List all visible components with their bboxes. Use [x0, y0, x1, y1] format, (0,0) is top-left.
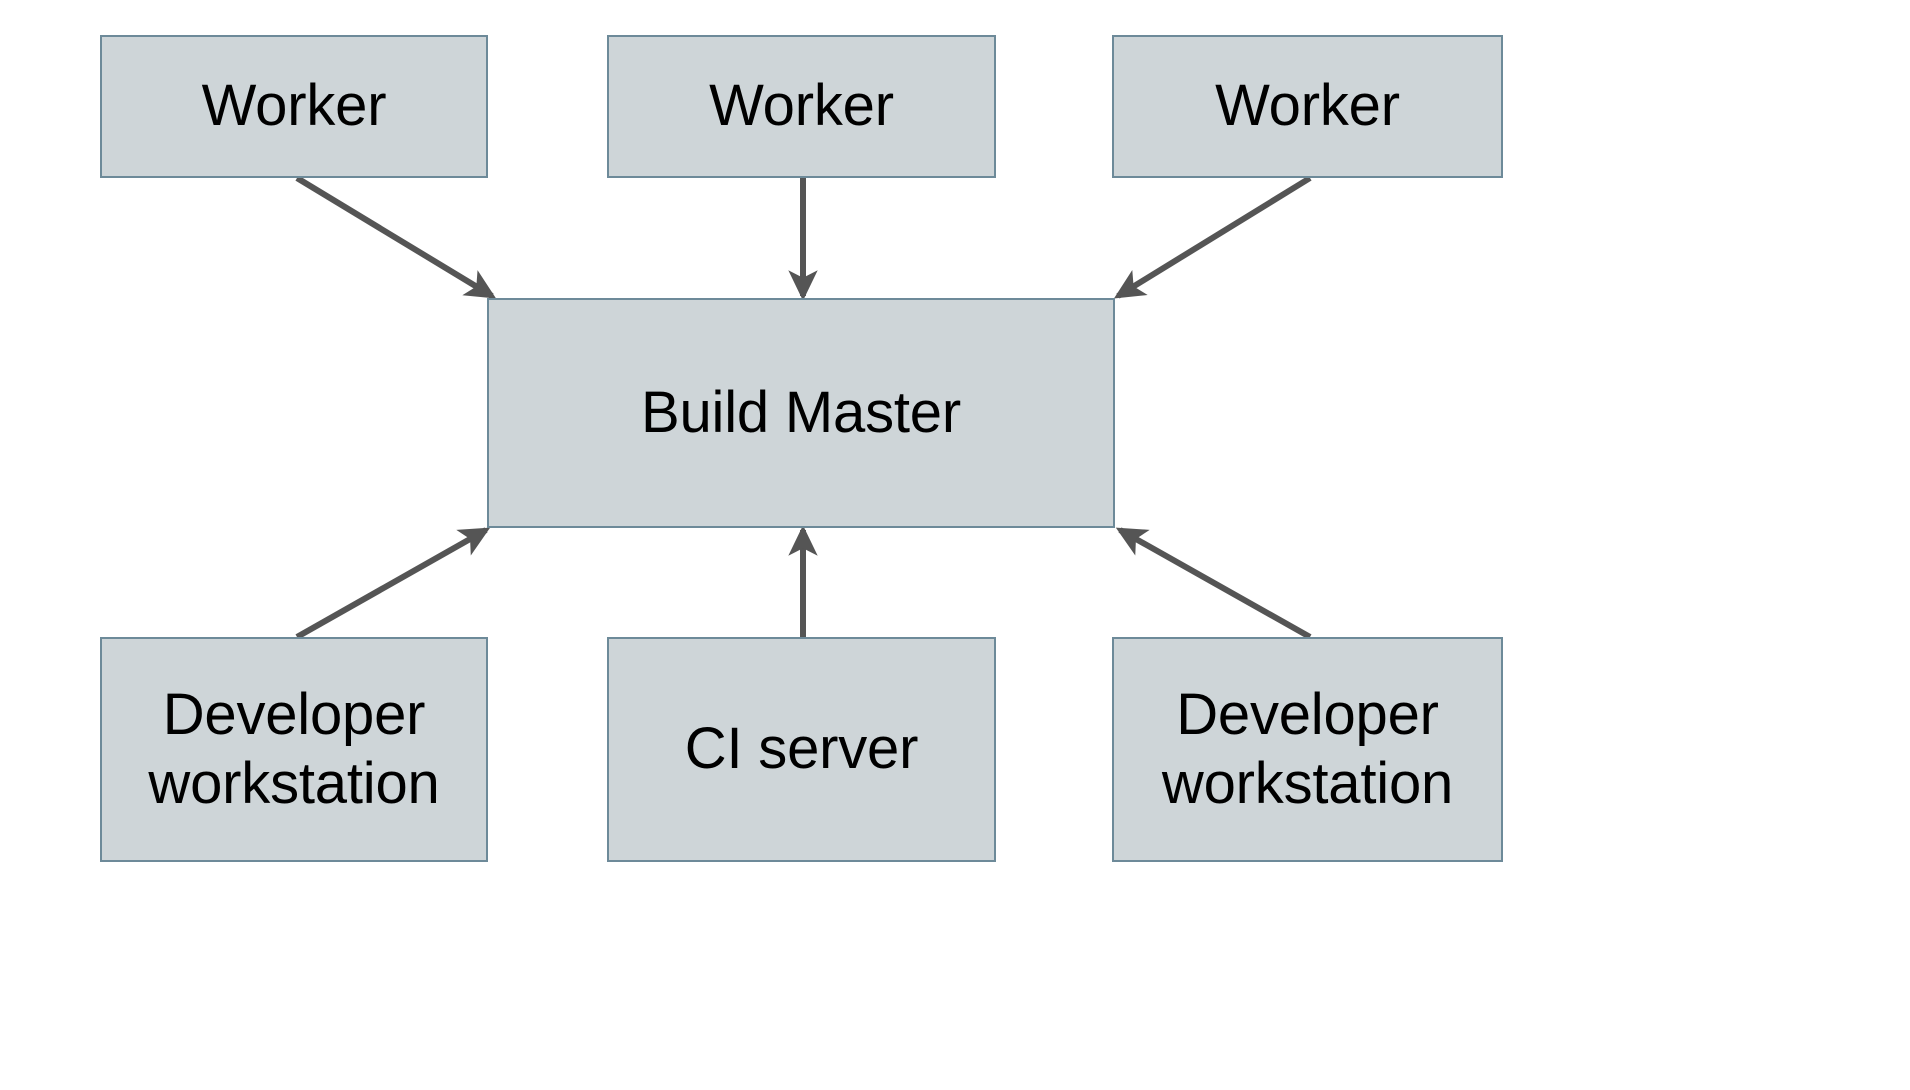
node-ci-server[interactable]: CI server — [607, 637, 996, 862]
node-label: Worker — [201, 73, 387, 139]
node-label: Build Master — [641, 379, 961, 445]
edge-worker-right-to-master — [1113, 175, 1312, 299]
node-worker-center[interactable]: Worker — [607, 35, 996, 178]
node-label: Developer workstation — [1161, 682, 1454, 816]
node-developer-workstation-right[interactable]: Developer workstation — [1112, 637, 1503, 862]
edge-worker-left-to-master — [295, 175, 497, 299]
node-build-master[interactable]: Build Master — [487, 298, 1115, 528]
node-developer-workstation-left[interactable]: Developer workstation — [100, 637, 488, 862]
edge-workstation-right-to-master — [1115, 527, 1312, 640]
node-label: Worker — [709, 73, 894, 139]
node-label: Developer workstation — [148, 682, 440, 816]
node-label: CI server — [684, 716, 919, 782]
node-label: Worker — [1215, 73, 1400, 139]
node-worker-left[interactable]: Worker — [100, 35, 488, 178]
edge-workstation-left-to-master — [295, 527, 491, 640]
node-worker-right[interactable]: Worker — [1112, 35, 1503, 178]
